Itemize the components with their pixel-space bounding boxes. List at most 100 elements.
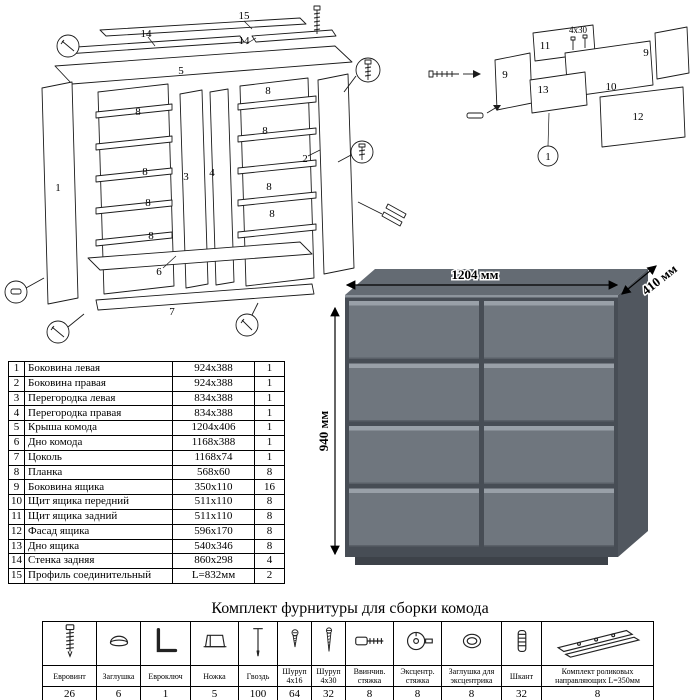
- hardware-label-cell: Евроключ: [140, 664, 191, 688]
- part-name-cell: Дно ящика: [24, 538, 173, 555]
- part-callout: 8: [148, 230, 154, 242]
- side-panel-left-1: [41, 81, 79, 305]
- part-size-cell: 1168x74: [172, 449, 255, 466]
- bottom-panel-6: [87, 241, 313, 271]
- hardware-qty-cell: 32: [311, 686, 346, 700]
- bolt-icon: [345, 621, 394, 666]
- part-number-cell: 14: [8, 553, 25, 570]
- callout-screw-top-right: [343, 57, 381, 93]
- part-qty-cell: 1: [254, 434, 285, 451]
- part-callout: 9: [643, 47, 649, 59]
- part-size-cell: 568x60: [172, 464, 255, 481]
- part-name-cell: Цоколь: [24, 449, 173, 466]
- rails-icon: [541, 621, 654, 666]
- part-callout: 15: [239, 10, 251, 22]
- screw-detail-left: [428, 70, 477, 78]
- part-callout: 8: [265, 85, 271, 97]
- drawer-facade-12: [599, 86, 686, 148]
- part-qty-cell: 1: [254, 420, 285, 436]
- screw-long-icon: [311, 621, 346, 666]
- part-size-cell: L=832мм: [172, 568, 255, 584]
- hardware-qty-cell: 100: [238, 686, 278, 700]
- part-callout: 6: [156, 266, 162, 278]
- part-number-cell: 3: [8, 390, 25, 407]
- part-qty-cell: 8: [254, 538, 285, 555]
- drawer-side-left-9: [494, 52, 533, 111]
- arrow-head: [493, 105, 501, 111]
- hardware-label-cell: Заглушка: [96, 664, 141, 688]
- hardware-qty-cell: 6: [96, 686, 141, 700]
- partition-left-3: [179, 89, 209, 289]
- hardware-qty-cell: 5: [190, 686, 239, 700]
- hex-key-icon: [140, 621, 191, 666]
- part-name-cell: Крыша комода: [24, 420, 173, 436]
- hardware-qty-cell: 32: [501, 686, 542, 700]
- part-callout: 14: [141, 28, 153, 40]
- part-size-cell: 596x170: [172, 523, 255, 540]
- foot-icon: [190, 621, 239, 666]
- hardware-qty-cell: 1: [140, 686, 191, 700]
- part-qty-cell: 1: [254, 361, 285, 377]
- part-callout: 8: [269, 208, 275, 220]
- part-name-cell: Перегородка правая: [24, 405, 173, 422]
- part-callout: 8: [135, 106, 141, 118]
- part-callout: 8: [142, 166, 148, 178]
- part-size-cell: 1168x388: [172, 434, 255, 451]
- part-number-cell: 15: [8, 568, 25, 584]
- left-bay-panel: [95, 83, 175, 295]
- part-size-cell: 540x346: [172, 538, 255, 555]
- part-number-cell: 8: [8, 464, 25, 481]
- part-number-cell: 1: [8, 361, 25, 377]
- hardware-label-cell: Гвоздь: [238, 664, 278, 688]
- hardware-labels-row: Евровинт Заглушка Евроключ Ножка Гвоздь …: [42, 664, 654, 688]
- cam-cap-icon: [441, 621, 502, 666]
- width-dimension-label: 1204 мм: [452, 267, 499, 282]
- hardware-qty-cell: 8: [541, 686, 654, 700]
- hardware-label-cell: Шкант: [501, 664, 542, 688]
- callout-number: 1: [545, 151, 551, 163]
- dresser-body: [345, 269, 648, 565]
- top-panel-5: [54, 45, 353, 85]
- part-qty-cell: 16: [254, 479, 285, 496]
- part-qty-cell: 8: [254, 494, 285, 510]
- part-callout: 1: [55, 182, 61, 194]
- dowel-icon: [501, 621, 542, 666]
- exploded-view-cabinet: 15 14 5 14 8 1 8 3 4 8 2 8 8 8 8 8 6 7: [4, 5, 407, 344]
- part-size-cell: 924x388: [172, 361, 255, 377]
- part-callout: 8: [262, 125, 268, 137]
- hardware-qty-cell: 8: [441, 686, 502, 700]
- part-qty-cell: 2: [254, 568, 285, 584]
- drawer-side-right-9: [654, 26, 690, 80]
- eurovint-icon: [42, 621, 97, 666]
- part-callout: 13: [538, 84, 550, 96]
- leader-line: [547, 112, 550, 147]
- hardware-label-cell: Ножка: [190, 664, 239, 688]
- part-callout: 4: [209, 167, 215, 179]
- part-size-cell: 860x298: [172, 553, 255, 570]
- part-name-cell: Боковина левая: [24, 361, 173, 377]
- part-qty-cell: 1: [254, 449, 285, 466]
- part-number-cell: 5: [8, 420, 25, 436]
- hardware-label-cell: Комплект роликовых направляющих L=350мм: [541, 664, 654, 688]
- hardware-kit-table-wrap: Евровинт Заглушка Евроключ Ножка Гвоздь …: [42, 621, 654, 700]
- screw-short-icon: [277, 621, 312, 666]
- part-name-cell: Боковина правая: [24, 375, 173, 392]
- part-number-cell: 9: [8, 479, 25, 496]
- rail-detail: [357, 201, 407, 227]
- part-number-cell: 10: [8, 494, 25, 510]
- plinth-7: [95, 283, 315, 311]
- dresser-3d-render: 1204 мм 410 мм 940 мм: [315, 260, 681, 565]
- hardware-qty-cell: 64: [277, 686, 312, 700]
- hardware-label-cell: Эксцентр. стяжка: [393, 664, 442, 688]
- part-callout: 3: [183, 171, 189, 183]
